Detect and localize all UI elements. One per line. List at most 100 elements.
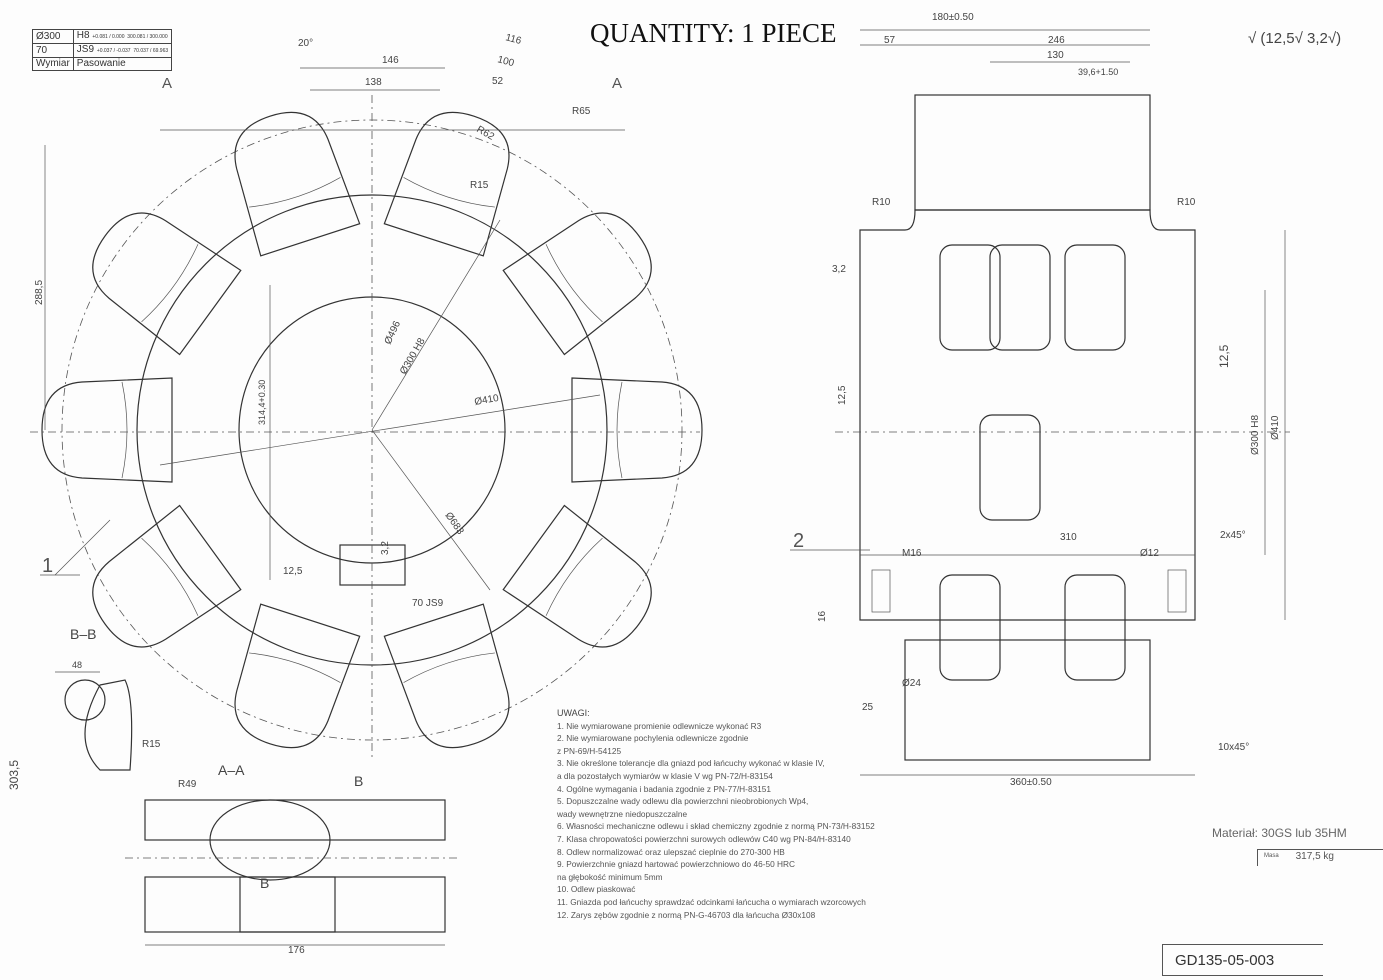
sprocket-tooth [502,504,652,648]
tooth-pocket-line [249,652,341,683]
dim-25: 25 [862,702,874,713]
notes-heading: UWAGI: [557,708,590,718]
chain-pocket [989,244,1051,351]
dim-116: 116 [504,32,523,47]
sprocket-tooth [92,504,242,648]
dim-310: 310 [1060,532,1077,543]
bolt-left [871,569,891,613]
dim-52: 52 [492,76,504,87]
chamfer-10x45: 10x45° [1218,742,1249,753]
section-bb-label: B–B [70,626,96,642]
dim-20deg: 20° [298,38,313,49]
dim-314: 314,4+0.30 [257,380,267,425]
chain-pocket [939,244,1001,351]
aa-pocket-lower [239,876,336,933]
note-item: 7. Klasa chropowatości powierzchni surow… [557,833,851,844]
section-a-right: A [612,75,622,92]
chain-pockets-group [939,244,1126,681]
aa-top-section [144,799,446,841]
dim-line-683 [371,429,491,591]
side-roughness-12-5-right: 12,5 [1217,344,1231,368]
aa-chain-pocket [209,799,331,881]
section-aa-view [125,799,460,946]
dim-r15: R15 [470,180,489,191]
dim-303-5: 303,5 [7,760,21,790]
sprocket-tooth [502,212,652,356]
material-label: Materiał: 30GS lub 35HM [1212,826,1347,840]
dim-16: 16 [817,610,828,622]
tooth-pocket-line [121,381,128,479]
fit-class: JS9 [76,44,95,55]
dim-r49: R49 [178,779,197,790]
sprocket-tooth [92,212,242,356]
dim-100: 100 [496,54,515,69]
header-dimension: Wymiar [32,57,74,71]
drawing-number-box: GD135-05-003 [1162,944,1323,976]
aa-bottom-section [144,876,446,933]
bb-chain-circle [64,679,106,721]
tooth-pocket-line [616,381,623,479]
sprocket-tooth [41,377,173,483]
note-item: 8. Odlew normalizować oraz ulepszać ciep… [557,846,785,857]
dim-180: 180±0.50 [932,12,974,23]
roughness-3-2: 3,2 [380,541,391,555]
table-row: Ø300 H8 +0.081 / 0.000 300.081 / 300.000 [32,29,173,44]
dim-300h8: Ø300 H8 [398,336,428,377]
side-bottom-tooth [904,639,1151,761]
chain-pocket [1064,574,1126,681]
fit-dimension: Ø300 [32,29,74,44]
dim-r62: R62 [475,124,497,143]
roughness-12-5: 12,5 [283,566,303,577]
dim-keyway-70js9: 70 JS9 [412,598,444,609]
chain-pocket [979,414,1041,521]
note-item: 4. Ogólne wymagania i badania zgodnie z … [557,783,772,794]
dim-57: 57 [884,35,896,46]
tooth-pocket-line [249,177,341,208]
tooth-pocket-line [141,537,199,616]
side-roughness-3-2: 3,2 [832,264,846,275]
note-item: wady wewnętrzne niedopuszczalne [557,808,688,819]
sprocket-tooth [234,111,361,257]
chain-pocket [1064,244,1126,351]
section-bb-view [55,671,133,771]
teeth-group [41,111,703,749]
side-hub-body [859,209,1196,621]
tooth-pocket-line [545,244,603,323]
surface-finish-symbol: √ (12,5√ 3,2√) [1248,30,1342,47]
tooth-pocket-line [545,537,603,616]
dim-39-6: 39,6+1.50 [1078,67,1118,77]
fit-dimension: 70 [32,43,74,58]
note-item: 3. Nie określone tolerancje dla gniazd p… [557,758,825,769]
note-item: 1. Nie wymiarowane promienie odlewnicze … [557,720,762,731]
side-top-hatched-tooth [914,94,1151,211]
mass-label: Masa [1264,853,1279,859]
dim-bb-r15: R15 [142,739,161,750]
fit-tolerance: +0.037 / -0.037 [96,48,131,54]
chain-pocket [939,574,1001,681]
dim-496: Ø496 [383,319,403,346]
fit-class: H8 [76,30,90,41]
side-dim-410: Ø410 [1270,415,1281,440]
note-item: a dla pozostałych wymiarów w klasie V wg… [557,770,773,781]
front-view [30,67,703,760]
dim-176: 176 [288,945,305,956]
dim-410: Ø410 [474,393,500,408]
fit-tolerance-table: Ø300 H8 +0.081 / 0.000 300.081 / 300.000… [32,29,173,71]
note-item: 12. Zarys zębów zgodnie z normą PN-G-467… [557,909,816,920]
sprocket-tooth [383,111,510,257]
note-item: 10. Odlew piaskować [557,884,636,895]
table-header-row: Wymiar Pasowanie [32,57,173,71]
dim-r10-left: R10 [872,197,891,208]
fit-cell: H8 +0.081 / 0.000 300.081 / 300.000 [72,29,173,44]
dim-683: Ø683 [443,510,466,537]
dim-246: 246 [1048,35,1065,46]
dim-r65: R65 [572,106,591,117]
notes-list: 1. Nie wymiarowane promienie odlewnicze … [557,720,875,922]
keyway [339,544,406,586]
fit-limits: 70.037 / 69.963 [133,48,169,54]
tooth-pocket-line [403,177,495,208]
tooth-pocket-line [141,244,199,323]
